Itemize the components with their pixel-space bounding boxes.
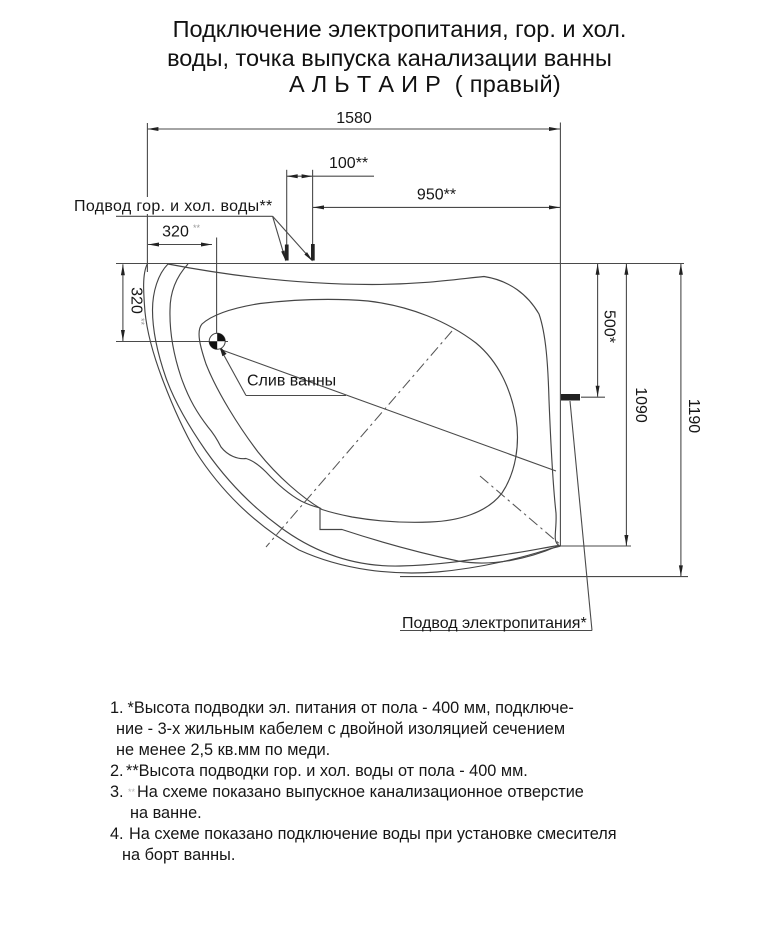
svg-text:950**: 950** xyxy=(417,187,456,204)
svg-text:**: ** xyxy=(136,318,146,326)
svg-text:**: ** xyxy=(193,223,201,233)
svg-text:1580: 1580 xyxy=(336,110,372,127)
svg-text:1190: 1190 xyxy=(685,399,702,434)
svg-text:Подвод гор. и хол. воды**: Подвод гор. и хол. воды** xyxy=(74,198,273,215)
svg-text:Подвод электропитания*: Подвод электропитания* xyxy=(402,615,587,632)
svg-text:500*: 500* xyxy=(601,310,618,343)
svg-text:1090: 1090 xyxy=(632,387,649,423)
svg-text:100**: 100** xyxy=(329,155,368,172)
svg-text:320: 320 xyxy=(162,224,189,241)
svg-text:Слив ванны: Слив ванны xyxy=(247,373,336,390)
svg-text:320: 320 xyxy=(128,287,145,314)
